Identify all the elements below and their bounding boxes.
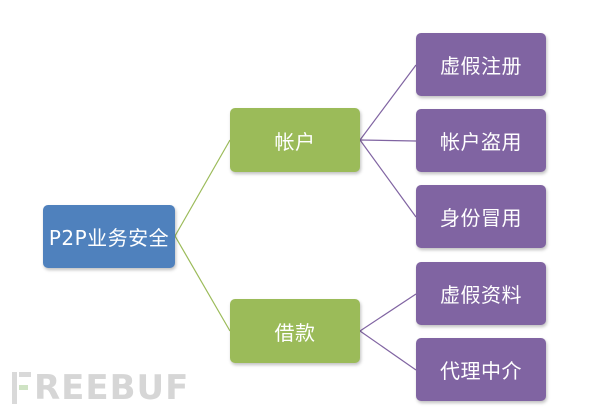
branch-node-loan: 借款 <box>230 299 360 363</box>
connector-account-to-fake-registration <box>359 64 417 141</box>
connector-root-to-loan <box>174 235 231 332</box>
leaf-node-identity-fraud: 身份冒用 <box>416 185 546 248</box>
leaf-node-label: 虚假注册 <box>440 54 522 78</box>
leaf-node-account-theft: 帐户盗用 <box>416 109 546 172</box>
watermark-text: REEBUF <box>34 368 190 408</box>
leaf-node-label: 代理中介 <box>440 359 522 383</box>
root-node: P2P业务安全 <box>43 205 175 268</box>
connector-account-to-identity-fraud <box>359 139 417 218</box>
connector-loan-to-agent-broker <box>359 330 417 371</box>
connector-account-to-account-theft <box>359 139 417 142</box>
leaf-node-label: 身份冒用 <box>440 206 522 230</box>
leaf-node-label: 帐户盗用 <box>440 130 522 154</box>
connector-loan-to-fake-documents <box>359 293 417 332</box>
connector-root-to-account <box>174 139 231 237</box>
freebuf-watermark: REEBUF <box>10 366 189 410</box>
root-node-label: P2P业务安全 <box>48 226 170 250</box>
branch-node-account: 帐户 <box>230 108 360 172</box>
leaf-node-agent-broker: 代理中介 <box>416 338 546 401</box>
leaf-node-fake-registration: 虚假注册 <box>416 33 546 96</box>
branch-node-label: 借款 <box>274 320 316 345</box>
branch-node-label: 帐户 <box>274 129 316 154</box>
freebuf-logo-icon <box>12 372 31 404</box>
leaf-node-fake-documents: 虚假资料 <box>416 262 546 325</box>
leaf-node-label: 虚假资料 <box>440 283 522 307</box>
